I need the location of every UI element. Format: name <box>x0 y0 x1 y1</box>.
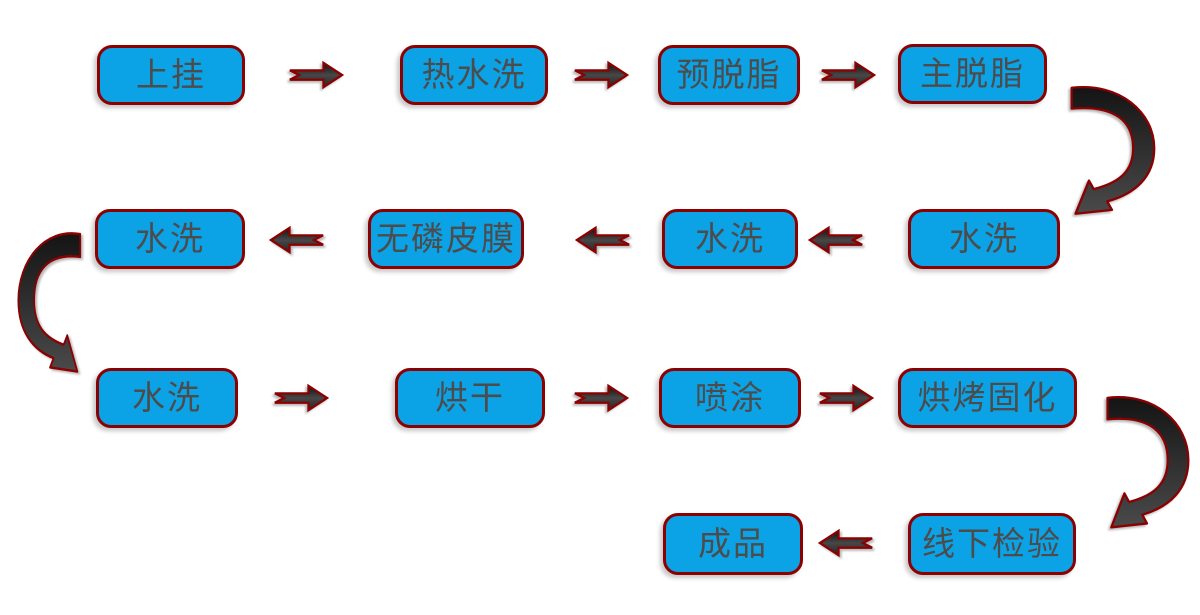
flow-step-14-label: 成品 <box>698 526 768 563</box>
flow-step-13-box: 线下检验 <box>908 513 1076 575</box>
flow-step-7-label: 无磷皮膜 <box>376 221 516 258</box>
arrow-right-icon <box>818 383 874 413</box>
arrow-right-icon <box>573 60 629 90</box>
curved-arrow-down-right-icon <box>14 230 86 385</box>
flow-step-1-label: 上挂 <box>136 57 206 94</box>
flow-step-12-box: 烘烤固化 <box>898 368 1077 428</box>
flow-step-2-label: 热水洗 <box>421 57 527 94</box>
flow-step-5-box: 水洗 <box>908 209 1060 269</box>
arrow-left-icon <box>575 225 631 255</box>
flow-step-9-box: 水洗 <box>96 368 238 428</box>
flow-step-4-label: 主脱脂 <box>920 56 1025 93</box>
flow-step-6-label: 水洗 <box>695 221 765 258</box>
flow-step-1-box: 上挂 <box>97 45 245 105</box>
flow-step-5-label: 水洗 <box>949 221 1019 258</box>
flow-step-9-label: 水洗 <box>132 380 202 417</box>
flow-step-14-box: 成品 <box>663 513 803 575</box>
flow-step-11-box: 喷涂 <box>659 368 801 428</box>
flow-step-3-box: 预脱脂 <box>658 45 800 105</box>
flow-step-3-label: 预脱脂 <box>676 57 782 94</box>
curved-arrow-down-left-icon <box>1064 84 1160 226</box>
flow-step-4-box: 主脱脂 <box>898 44 1047 104</box>
flow-step-8-label: 水洗 <box>135 221 205 258</box>
flow-step-11-label: 喷涂 <box>695 380 765 417</box>
curved-arrow-down-left-icon <box>1100 394 1194 540</box>
flow-step-7-box: 无磷皮膜 <box>368 209 524 269</box>
flow-step-12-label: 烘烤固化 <box>917 380 1058 417</box>
flow-step-6-box: 水洗 <box>662 209 798 269</box>
flow-step-10-label: 烘干 <box>435 380 505 417</box>
arrow-left-icon <box>808 225 864 255</box>
arrow-left-icon <box>269 225 325 255</box>
arrow-left-icon <box>818 528 874 558</box>
flow-step-2-box: 热水洗 <box>400 45 548 105</box>
flow-step-10-box: 烘干 <box>395 368 545 428</box>
arrow-right-icon <box>273 383 329 413</box>
flow-step-8-box: 水洗 <box>95 209 245 269</box>
arrow-right-icon <box>820 60 876 90</box>
arrow-right-icon <box>288 60 344 90</box>
flow-step-13-label: 线下检验 <box>922 526 1062 563</box>
arrow-right-icon <box>573 383 629 413</box>
